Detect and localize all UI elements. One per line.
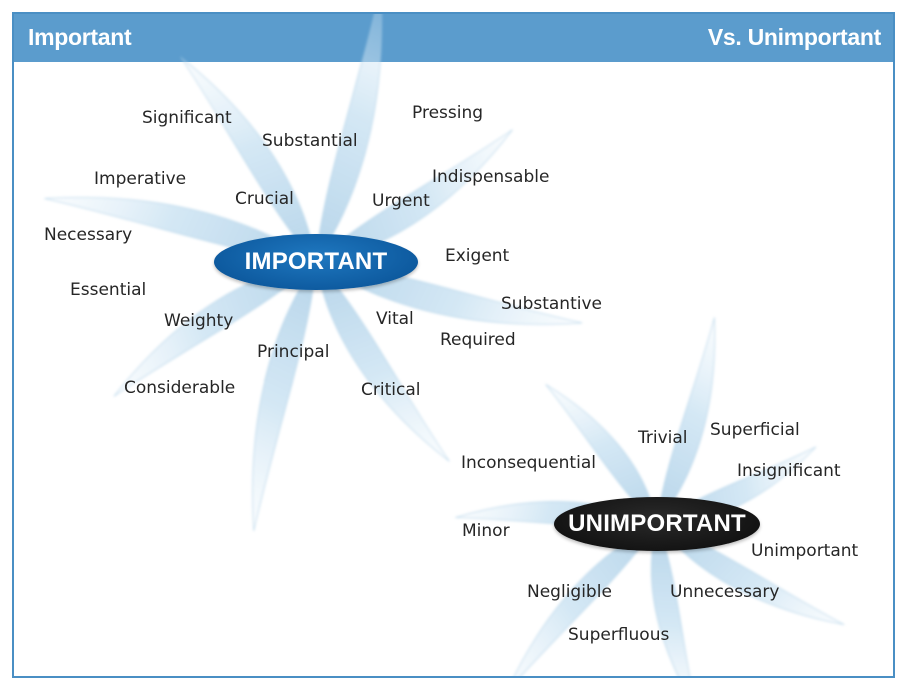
- word-superficial: Superficial: [710, 420, 800, 440]
- swirl-petal: [545, 383, 658, 526]
- word-imperative: Imperative: [94, 169, 187, 189]
- diagram-frame: Important Vs. Unimportant Significant Pr…: [12, 12, 895, 678]
- word-required: Required: [440, 330, 516, 350]
- word-insignificant: Insignificant: [737, 461, 841, 481]
- word-necessary: Necessary: [44, 225, 133, 245]
- word-pressing: Pressing: [412, 103, 484, 123]
- header-bar: Important Vs. Unimportant: [14, 14, 893, 62]
- word-minor: Minor: [462, 521, 510, 541]
- header-title-right: Vs. Unimportant: [707, 24, 881, 50]
- word-crucial: Crucial: [235, 189, 294, 209]
- unimportant-swirl: [455, 317, 845, 676]
- word-critical: Critical: [361, 380, 421, 400]
- swirl-petal: [655, 522, 845, 626]
- word-superfluous: Superfluous: [568, 625, 670, 645]
- word-essential: Essential: [70, 280, 147, 300]
- word-unimportant: Unimportant: [751, 541, 859, 561]
- important-center-label: IMPORTANT: [244, 248, 388, 275]
- word-vital: Vital: [376, 309, 414, 329]
- word-exigent: Exigent: [445, 246, 510, 266]
- header-title-left: Important: [28, 24, 132, 50]
- swirl-petal: [506, 522, 659, 676]
- swirl-petal: [252, 260, 317, 531]
- word-inconsequential: Inconsequential: [461, 453, 596, 473]
- word-urgent: Urgent: [372, 191, 430, 211]
- swirl-petal: [180, 56, 317, 264]
- unimportant-center-oval: UNIMPORTANT: [554, 497, 760, 551]
- word-negligible: Negligible: [527, 582, 612, 602]
- important-center-oval: IMPORTANT: [214, 234, 418, 290]
- important-swirl: [44, 14, 583, 531]
- swirl-background: [44, 14, 845, 676]
- swirl-petal: [656, 317, 716, 526]
- word-trivial: Trivial: [638, 428, 688, 448]
- swirl-petal: [315, 260, 450, 462]
- word-indispensable: Indispensable: [432, 167, 550, 187]
- word-substantial: Substantial: [262, 131, 358, 151]
- word-substantive: Substantive: [501, 294, 602, 314]
- word-principal: Principal: [257, 342, 330, 362]
- word-unnecessary: Unnecessary: [670, 582, 780, 602]
- word-weighty: Weighty: [164, 311, 234, 331]
- word-considerable: Considerable: [124, 378, 236, 398]
- word-significant: Significant: [142, 108, 232, 128]
- swirl-petal: [315, 14, 383, 264]
- swirl-petal: [113, 261, 318, 397]
- unimportant-center-label: UNIMPORTANT: [568, 510, 746, 537]
- swirl-petal: [650, 522, 697, 676]
- swirl-petal: [314, 129, 513, 263]
